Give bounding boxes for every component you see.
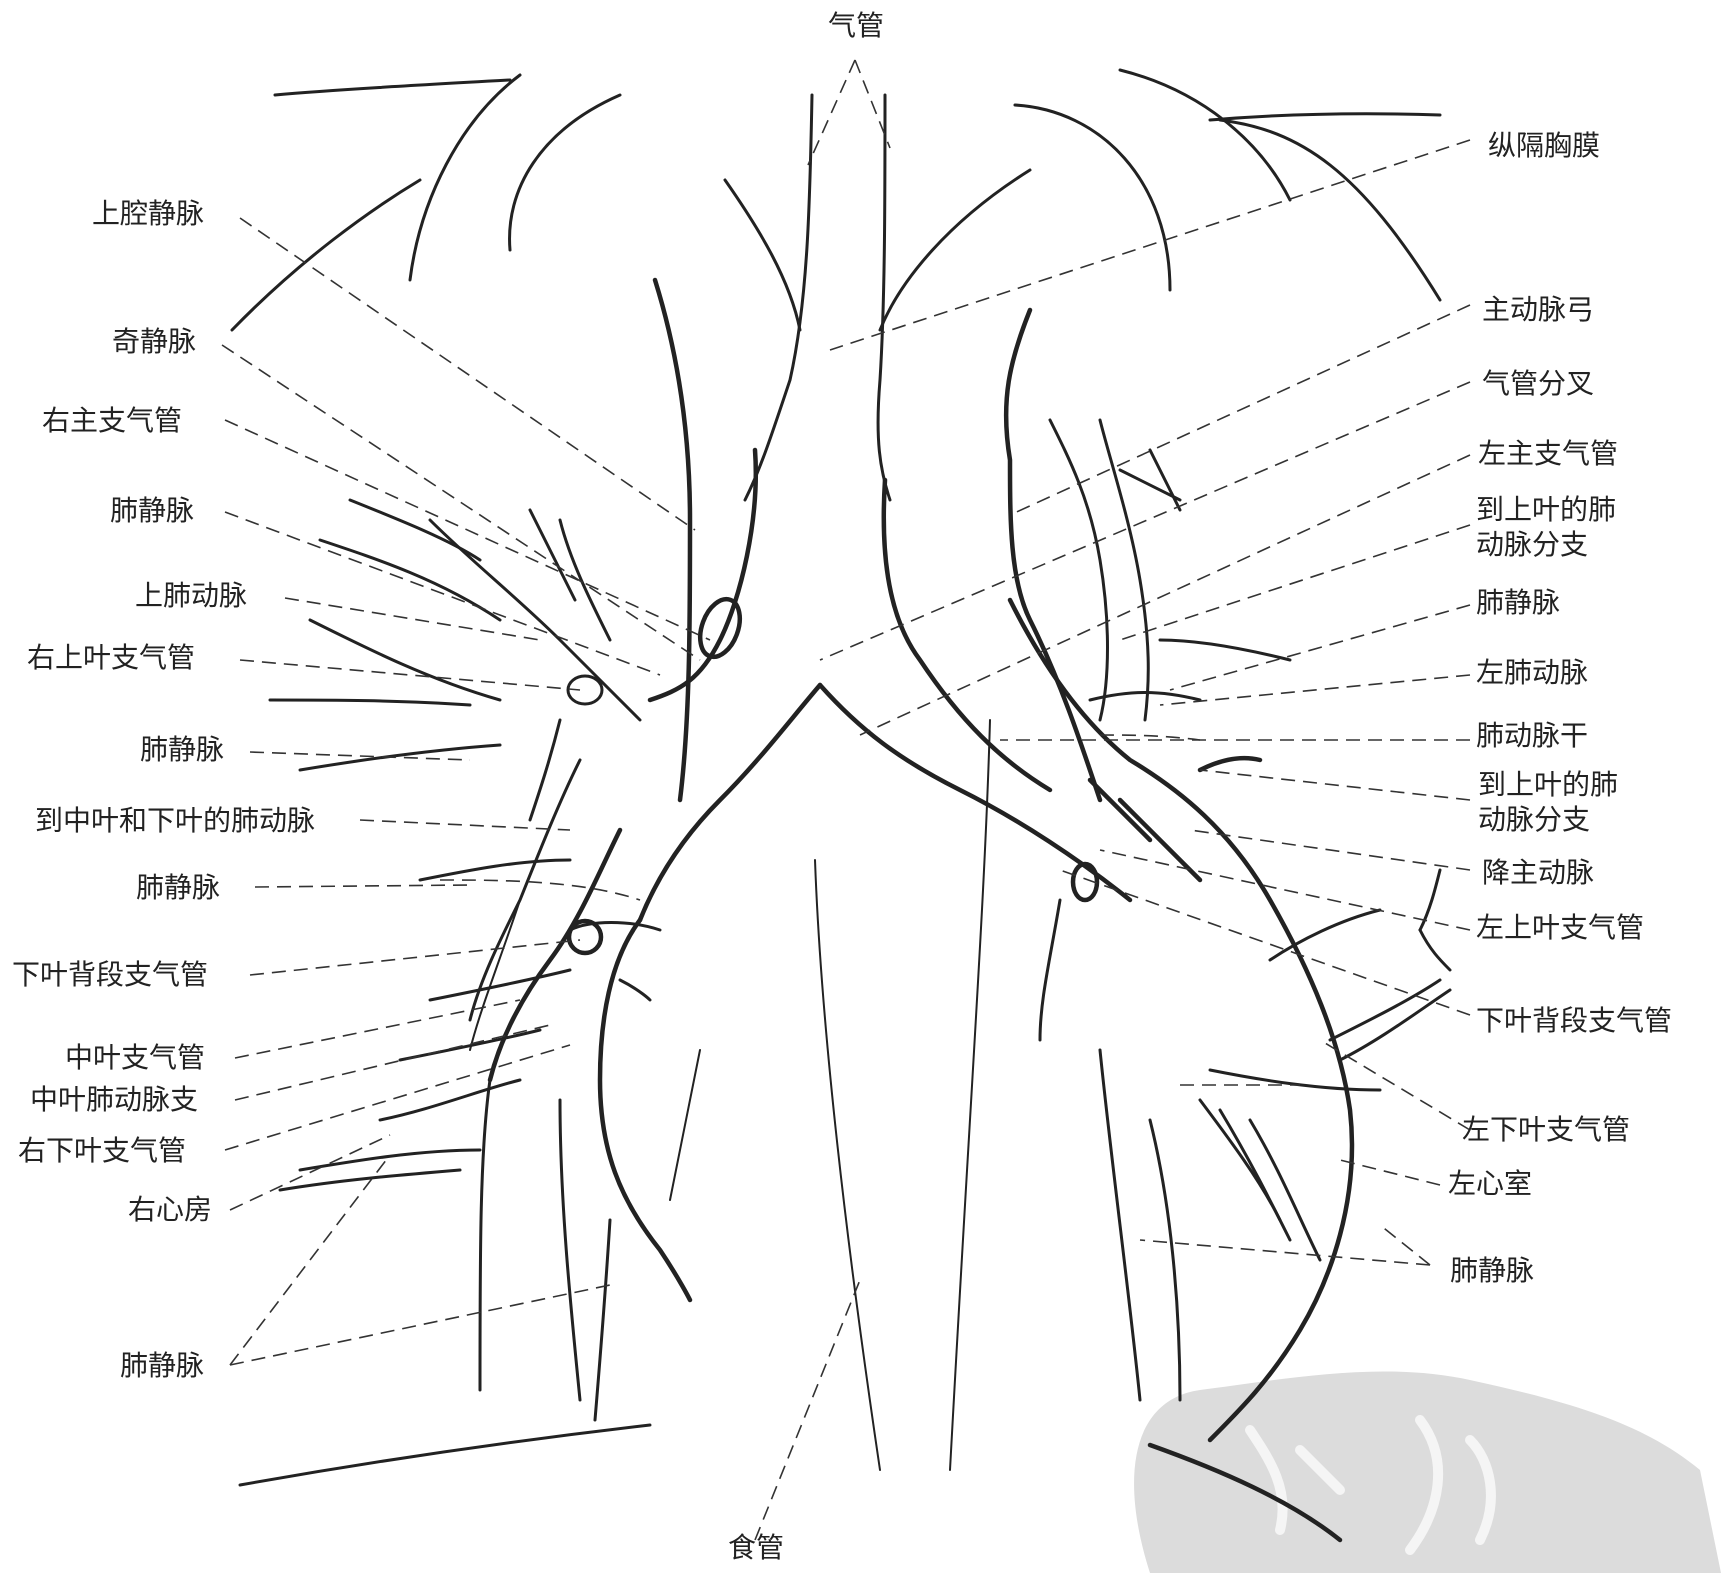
label-left-4: 肺静脉 [110, 493, 194, 528]
label-right-4: 左主支气管 [1478, 436, 1618, 471]
label-right-13: 左下叶支气管 [1462, 1112, 1630, 1147]
label-right-9: 到上叶的肺 动脉分支 [1478, 767, 1618, 837]
label-left-2: 奇静脉 [112, 324, 196, 359]
label-left-11: 中叶支气管 [65, 1040, 205, 1075]
label-right-8: 肺动脉干 [1476, 718, 1588, 753]
label-left-13: 右下叶支气管 [18, 1133, 186, 1168]
label-left-10: 下叶背段支气管 [12, 957, 208, 992]
label-right-15: 肺静脉 [1450, 1253, 1534, 1288]
label-right-14: 左心室 [1448, 1166, 1532, 1201]
label-left-15: 肺静脉 [120, 1348, 204, 1383]
label-esophagus: 食管 [728, 1530, 784, 1565]
label-right-7: 左肺动脉 [1476, 655, 1588, 690]
label-right-10: 降主动脉 [1482, 855, 1594, 890]
label-right-6: 肺静脉 [1476, 585, 1560, 620]
label-left-3: 右主支气管 [42, 403, 182, 438]
label-right-2: 主动脉弓 [1482, 292, 1594, 327]
label-left-8: 到中叶和下叶的肺动脉 [35, 803, 315, 838]
label-right-11: 左上叶支气管 [1476, 910, 1644, 945]
label-right-5: 到上叶的肺 动脉分支 [1476, 492, 1616, 562]
label-right-12: 下叶背段支气管 [1476, 1003, 1672, 1038]
label-left-9: 肺静脉 [136, 870, 220, 905]
label-right-1: 纵隔胸膜 [1488, 128, 1600, 163]
label-right-3: 气管分叉 [1482, 366, 1594, 401]
label-left-7: 肺静脉 [140, 732, 224, 767]
label-left-12: 中叶肺动脉支 [30, 1082, 198, 1117]
leader-lines [222, 60, 1470, 1540]
label-left-5: 上肺动脉 [135, 578, 247, 613]
label-left-6: 右上叶支气管 [27, 640, 195, 675]
label-left-14: 右心房 [128, 1192, 212, 1227]
label-trachea: 气管 [828, 8, 884, 43]
anatomy-lines [232, 70, 1450, 1540]
label-left-1: 上腔静脉 [92, 196, 204, 231]
